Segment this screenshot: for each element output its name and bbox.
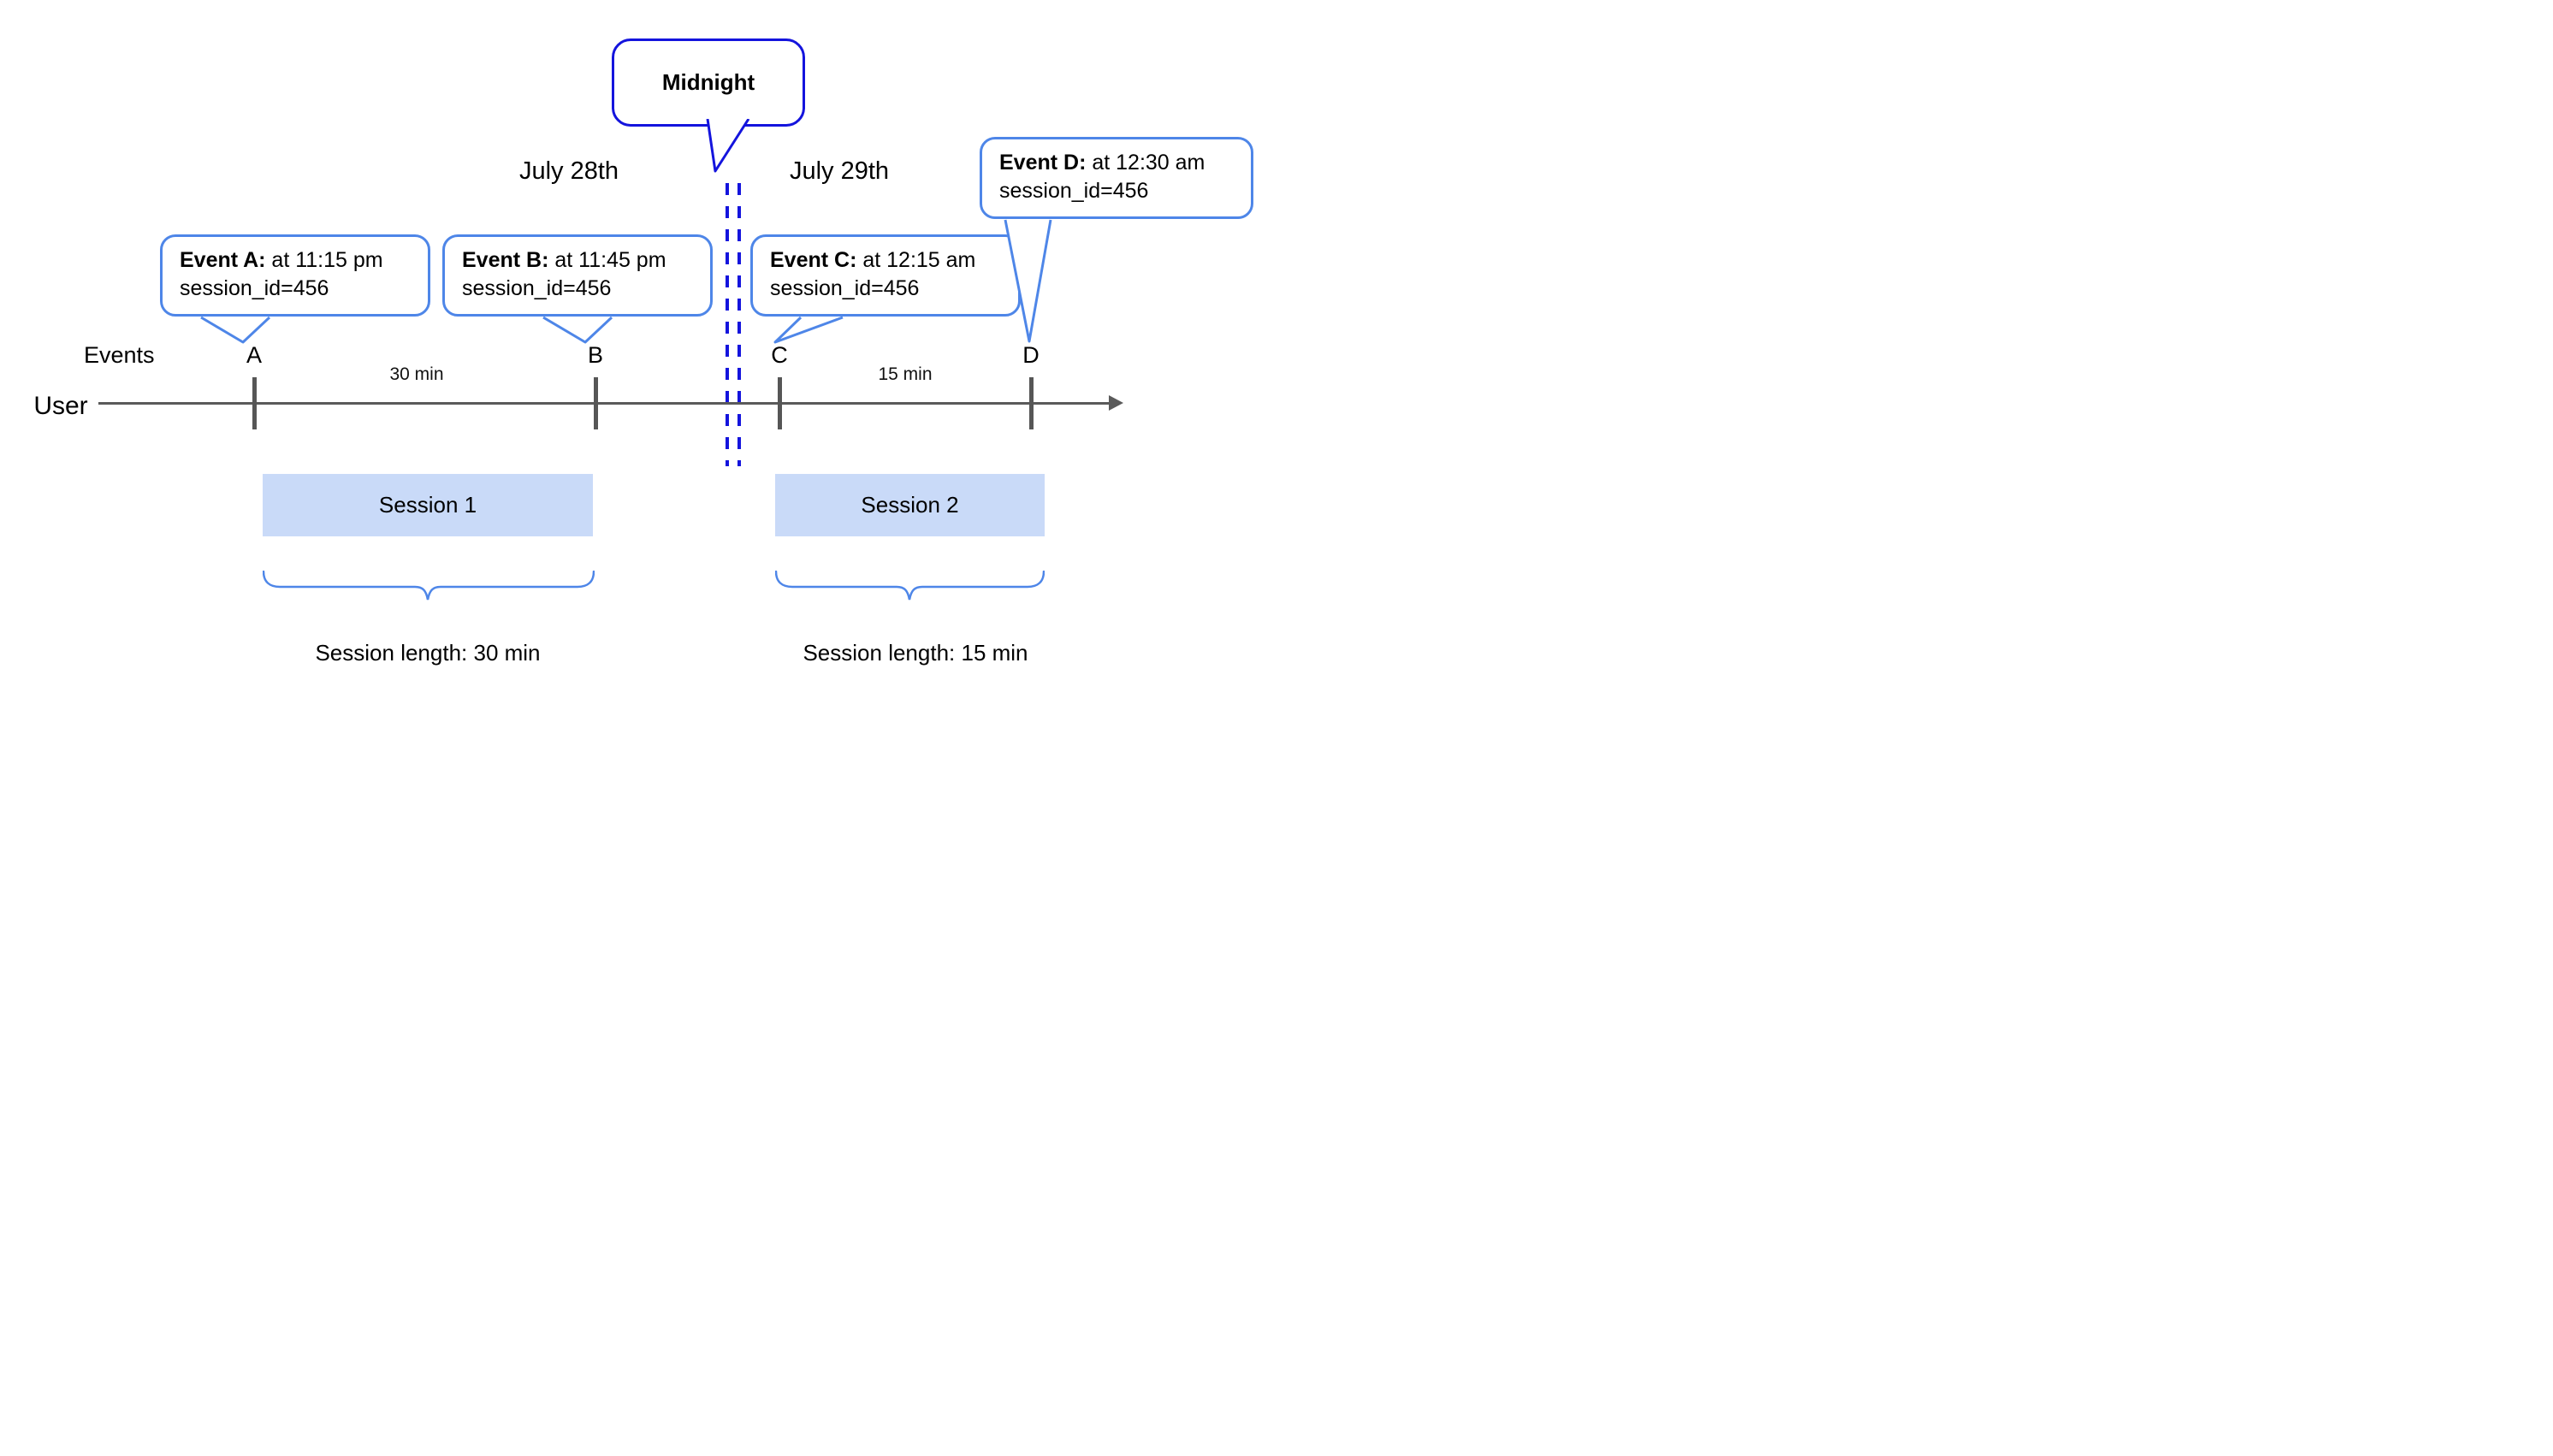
midnight-dashed-line-right <box>737 183 741 466</box>
event-c-line1: Event C: at 12:15 am <box>770 248 976 272</box>
event-d-callout-tail <box>1004 219 1052 343</box>
point-label-d: D <box>1022 342 1040 368</box>
tick-d <box>1029 377 1034 429</box>
event-a-callout: Event A: at 11:15 pm session_id=456 <box>160 234 430 317</box>
event-a-line2: session_id=456 <box>180 276 329 300</box>
event-b-callout: Event B: at 11:45 pm session_id=456 <box>442 234 713 317</box>
interval-label-15min: 15 min <box>878 364 933 384</box>
event-c-line2: session_id=456 <box>770 276 920 300</box>
point-label-b: B <box>587 342 603 368</box>
user-row-label: User <box>33 392 88 420</box>
midnight-dashed-line-left <box>726 183 729 466</box>
session-2-box: Session 2 <box>775 474 1045 536</box>
event-d-callout: Event D: at 12:30 am session_id=456 <box>980 137 1253 219</box>
event-b-callout-tail <box>542 316 613 344</box>
session-1-length-label: Session length: 30 min <box>315 640 541 666</box>
event-b-line2: session_id=456 <box>462 276 612 300</box>
midnight-callout-label: Midnight <box>661 69 755 95</box>
events-row-label: Events <box>84 342 155 368</box>
session-1-box: Session 1 <box>263 474 593 536</box>
event-b-line1: Event B: at 11:45 pm <box>462 248 666 272</box>
tick-c <box>778 377 782 429</box>
event-a-line1: Event A: at 11:15 pm <box>180 248 383 272</box>
midnight-callout-tail <box>706 119 750 173</box>
point-label-c: C <box>771 342 788 368</box>
event-a-callout-tail <box>200 316 271 344</box>
date-label-july-28: July 28th <box>518 157 619 185</box>
event-d-line2: session_id=456 <box>999 179 1149 203</box>
event-c-callout-tail <box>773 316 844 344</box>
session-1-label: Session 1 <box>378 492 477 518</box>
event-d-line1: Event D: at 12:30 am <box>999 151 1205 175</box>
event-c-callout: Event C: at 12:15 am session_id=456 <box>750 234 1021 317</box>
point-label-a: A <box>246 342 262 368</box>
session-2-label: Session 2 <box>861 492 959 518</box>
user-timeline <box>98 402 1112 405</box>
tick-b <box>594 377 598 429</box>
date-label-july-29: July 29th <box>789 157 890 185</box>
midnight-callout: Midnight <box>612 38 805 127</box>
interval-label-30min: 30 min <box>389 364 444 384</box>
session-2-length-label: Session length: 15 min <box>803 640 1028 666</box>
tick-a <box>252 377 257 429</box>
session-1-brace <box>263 571 595 601</box>
timeline-arrow-icon <box>1109 395 1123 411</box>
session-2-brace <box>775 571 1045 601</box>
session-timeline-diagram: July 28th July 29th Midnight Event A: at… <box>0 0 1276 728</box>
